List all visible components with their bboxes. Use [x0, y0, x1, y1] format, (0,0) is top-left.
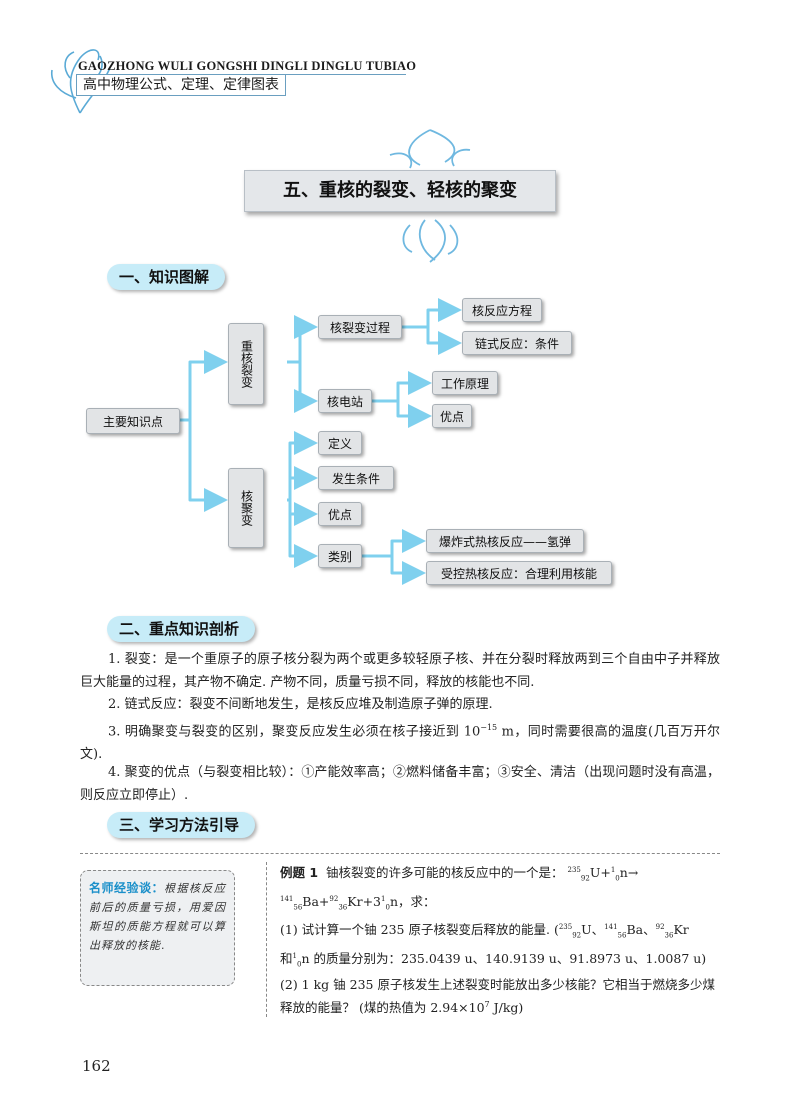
chapter-title: 五、重核的裂变、轻核的聚变 [244, 170, 556, 212]
point-2: 2. 链式反应：裂变不间断地发生，是核反应堆及制造原子弹的原理. [108, 697, 493, 712]
mindmap-power-station-node: 核电站 [318, 389, 372, 413]
mindmap-fusion-node: 核聚变 [228, 468, 264, 548]
mindmap-controlled-node: 受控热核反应：合理利用核能 [426, 561, 612, 585]
teacher-tip-text: 根据核反应前后的质量亏损，用爱因斯坦的质能方程就可以算出释放的核能. [89, 882, 226, 952]
teacher-tip-label: 名师经验谈： [89, 881, 164, 895]
mindmap-category-node: 类别 [318, 544, 362, 568]
mindmap-reaction-equation-node: 核反应方程 [462, 298, 542, 322]
section-heading-key-points: 二、重点知识剖析 [107, 616, 256, 642]
example-1-question-2: (2) 1 kg 铀 235 原子核发生上述裂变时能放出多少核能？它相当于燃烧多… [280, 976, 715, 1015]
teacher-tip-box: 名师经验谈：根据核反应前后的质量亏损，用爱因斯坦的质能方程就可以算出释放的核能. [80, 870, 235, 986]
example-1-intro: 例题 1 铀核裂变的许多可能的核反应中的一个是： 23592U+10n→ [280, 865, 639, 883]
header-series-en: GAOZHONG WULI GONGSHI DINGLI DINGLU TUBI… [78, 59, 417, 73]
page-number: 162 [82, 1057, 111, 1075]
header-series-cn: 高中物理公式、定理、定律图表 [76, 74, 286, 96]
mindmap-fission-process-node: 核裂变过程 [318, 315, 402, 339]
section-heading-method: 三、学习方法引导 [107, 812, 256, 838]
example-1-question-1: (1) 试计算一个铀 235 原子核裂变后释放的能量. (23592U、1415… [280, 922, 689, 940]
mindmap-fission-node: 重核裂变 [228, 323, 264, 405]
point-3: 3. 明确聚变与裂变的区别，聚变反应发生必须在核子接近到 10−15 m，同时需… [80, 723, 720, 763]
mindmap-chain-reaction-node: 链式反应：条件 [462, 331, 572, 355]
mindmap-working-principle-node: 工作原理 [432, 371, 498, 395]
mindmap-conditions-node: 发生条件 [318, 466, 394, 490]
mindmap-advantage-node-2: 优点 [318, 502, 362, 526]
point-1: 1. 裂变：是一个重原子的原子核分裂为两个或更多较轻原子核、并在分裂时释放两到三… [80, 652, 720, 690]
mindmap-root-node: 主要知识点 [86, 408, 180, 434]
mindmap-explosive-node: 爆炸式热核反应——氢弹 [426, 529, 584, 553]
example-1: 例题 1 铀核裂变的许多可能的核反应中的一个是： 23592U+10n→ 141… [280, 860, 720, 1018]
example-1-masses: 和10n 的质量分别为：235.0439 u、140.9139 u、91.897… [280, 951, 707, 969]
dashed-divider [80, 853, 720, 854]
example-label: 例题 1 [280, 865, 319, 881]
section-heading-knowledge-map: 一、知识图解 [107, 264, 226, 290]
example-1-equation: 14156Ba+9236Kr+310n，求： [280, 893, 436, 912]
point-4: 4. 聚变的优点（与裂变相比较）：①产能效率高；②燃料储备丰富；③安全、清洁（出… [80, 765, 720, 803]
mindmap-advantage-node-1: 优点 [432, 404, 472, 428]
mindmap-definition-node: 定义 [318, 431, 362, 455]
title-ornament-icon [389, 129, 471, 263]
dashed-column-divider [266, 862, 267, 1017]
